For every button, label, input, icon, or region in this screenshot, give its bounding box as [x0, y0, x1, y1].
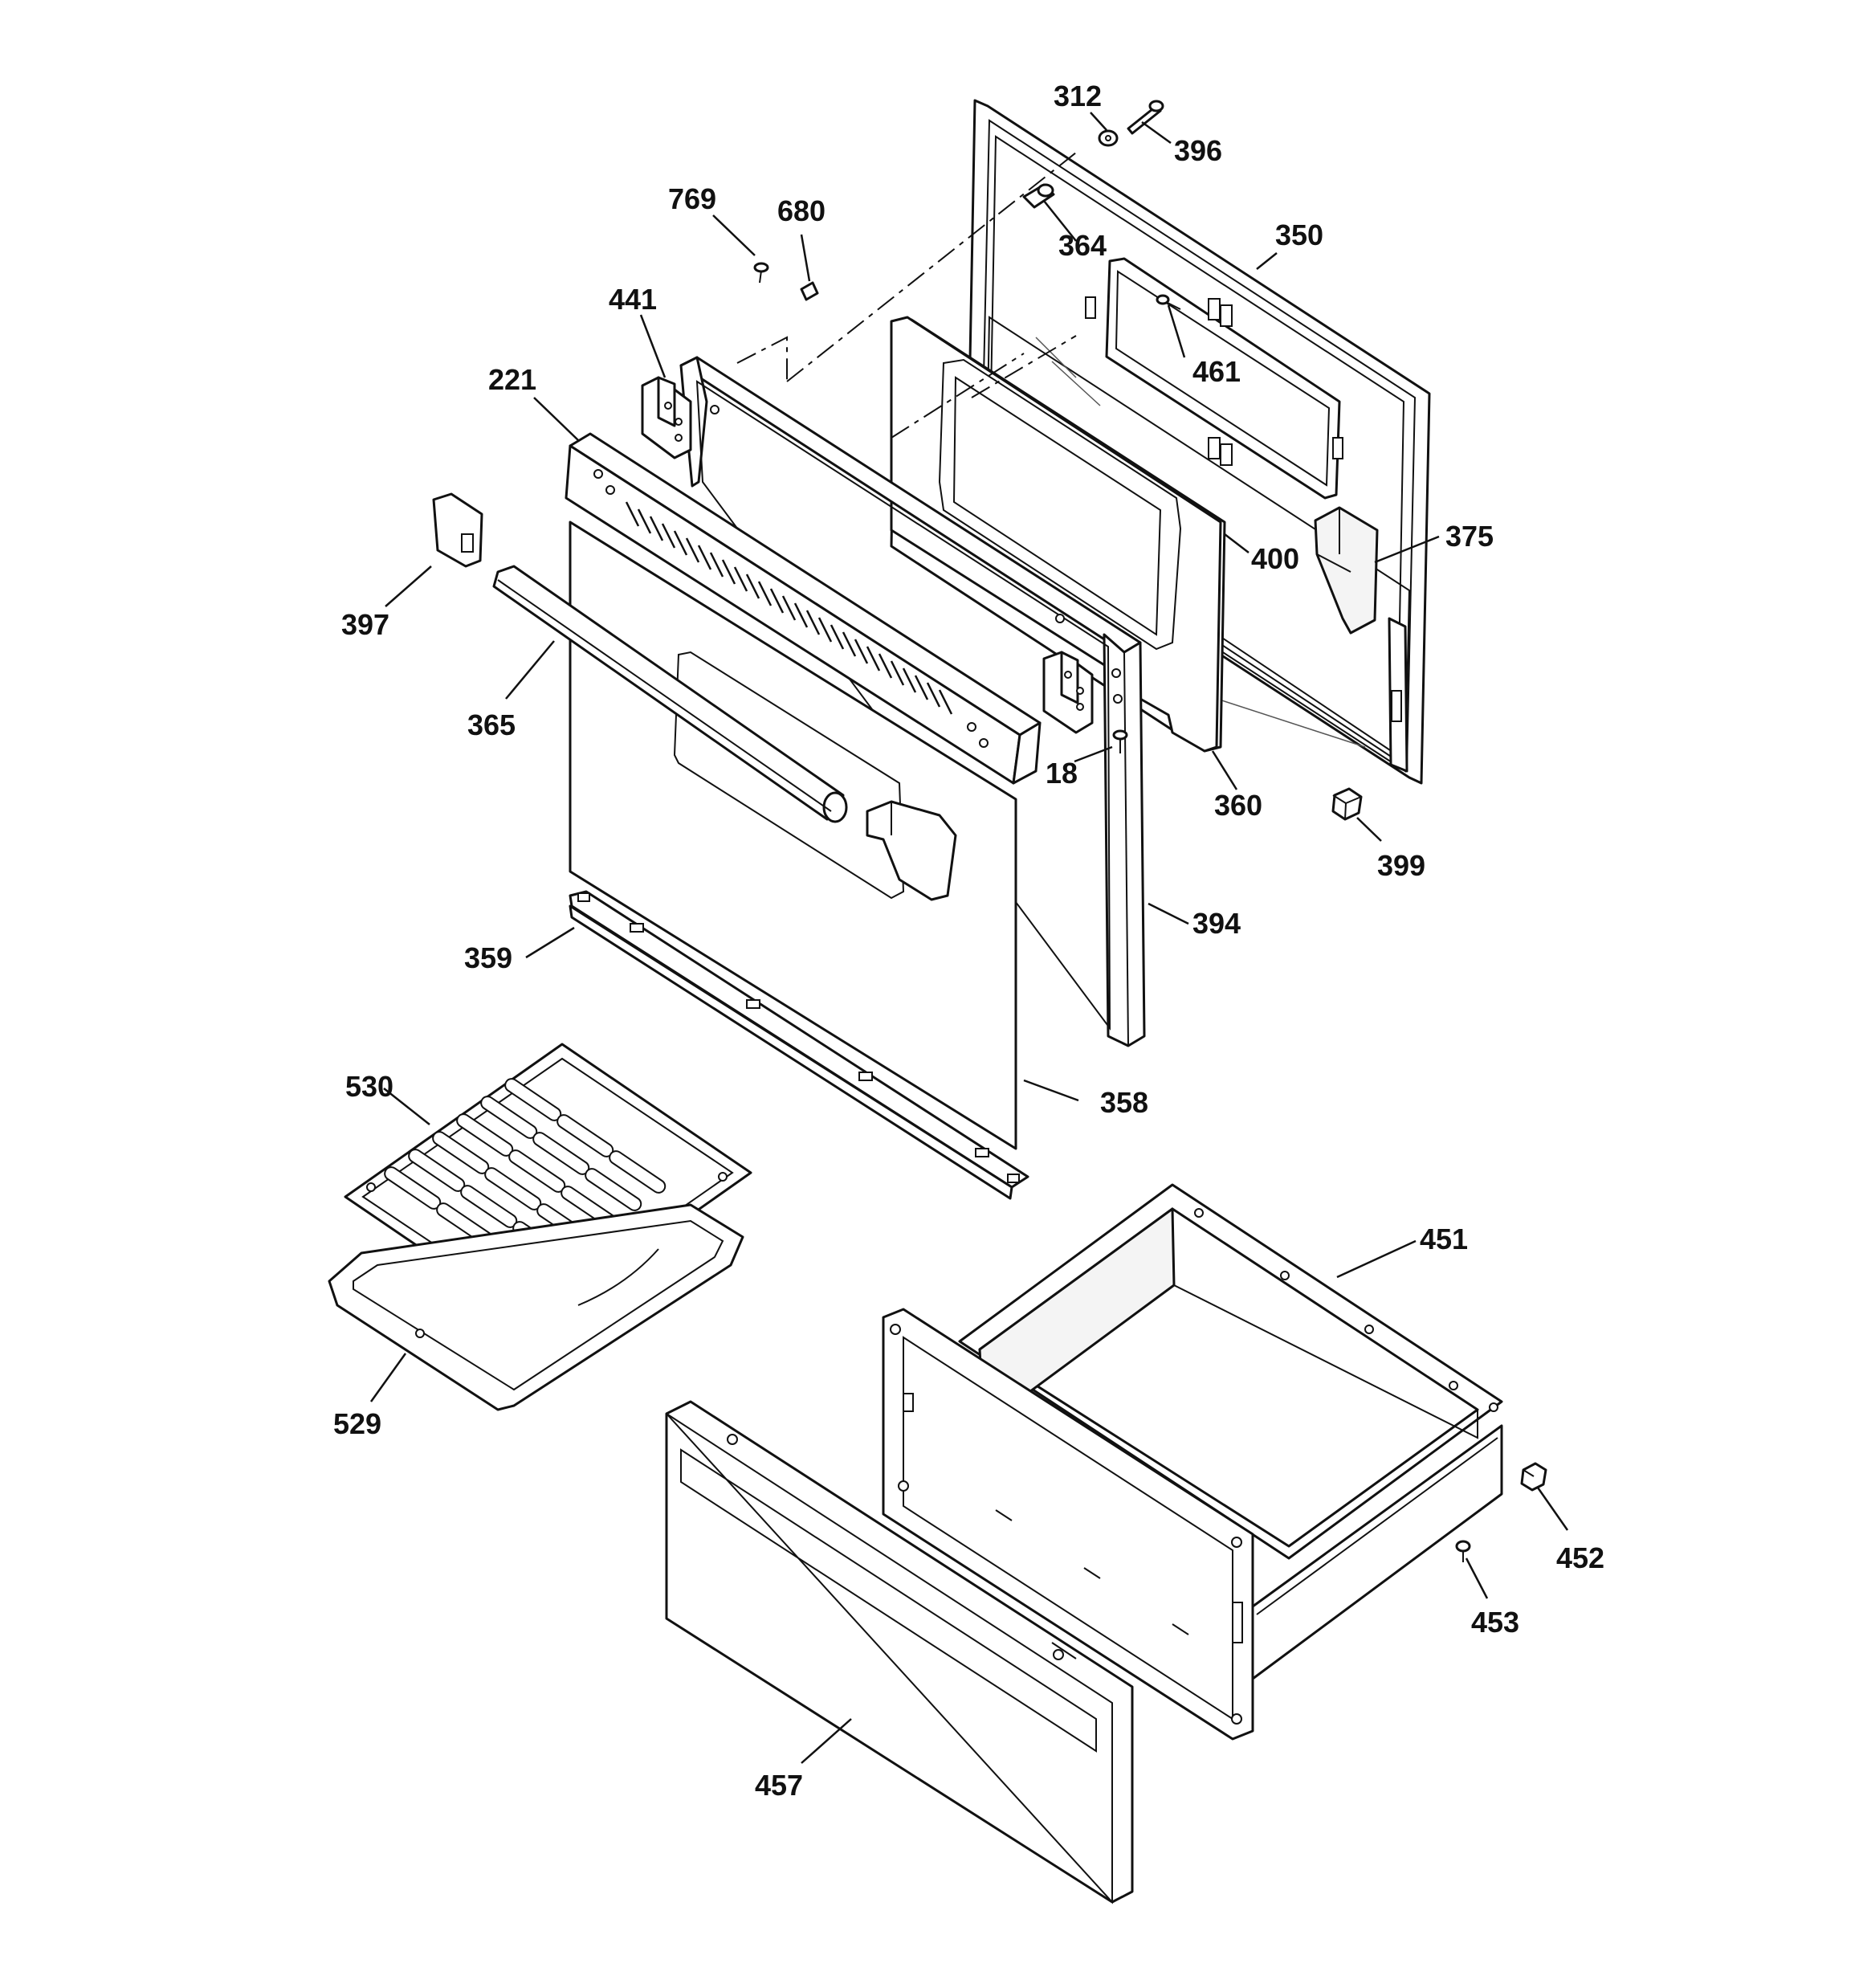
vent-slots [625, 501, 953, 715]
part-350-door-back-panel [966, 99, 1431, 785]
part-397-handle-end-cap [432, 492, 483, 568]
callout-365: 365 [467, 708, 516, 741]
part-399-bumper [1331, 787, 1363, 821]
part-396-screw [1127, 100, 1164, 135]
callout-441: 441 [609, 283, 657, 316]
part-drawer-inner-front [882, 1308, 1254, 1741]
callout-350: 350 [1275, 218, 1323, 251]
callout-457: 457 [755, 1769, 803, 1802]
callout-397: 397 [341, 608, 389, 641]
callout-18: 18 [1046, 757, 1078, 790]
part-312-washer [1098, 129, 1119, 147]
callout-312: 312 [1054, 80, 1102, 112]
callout-labels: 312 396 769 680 364 350 441 461 221 375 … [333, 80, 1604, 1802]
callout-461: 461 [1192, 355, 1241, 388]
callout-400: 400 [1251, 542, 1299, 575]
callout-680: 680 [777, 194, 826, 227]
callout-529: 529 [333, 1407, 381, 1440]
callout-453: 453 [1471, 1606, 1519, 1639]
part-452-stop-block [1520, 1462, 1547, 1492]
callout-769: 769 [668, 182, 716, 215]
part-453-screw [1455, 1540, 1471, 1562]
part-457-drawer-front-panel [665, 1400, 1134, 1904]
part-451-drawer-box [958, 1183, 1503, 1680]
part-18-screw [1112, 729, 1128, 753]
part-365-door-handle [492, 565, 848, 823]
part-hinge-bracket-right [1042, 651, 1094, 734]
part-680-clip [800, 281, 819, 301]
leader-lines [369, 112, 1569, 1764]
callout-375: 375 [1445, 520, 1494, 553]
callout-530: 530 [345, 1070, 393, 1103]
part-364-hinge-roller [1022, 183, 1055, 209]
alignment-lines [736, 152, 1077, 439]
part-769-screw [753, 262, 769, 284]
part-359-bottom-trim [569, 890, 1029, 1200]
callout-451: 451 [1420, 1223, 1468, 1255]
part-529-broiler-pan [328, 1203, 744, 1411]
part-394-door-frame [679, 356, 1146, 1047]
callout-394: 394 [1192, 907, 1241, 940]
callout-399: 399 [1377, 849, 1425, 882]
callout-221: 221 [488, 363, 536, 396]
callout-360: 360 [1214, 789, 1262, 822]
part-441-hinge-bracket-left [641, 376, 692, 459]
part-375-vent-baffle [1314, 506, 1379, 635]
callout-396: 396 [1174, 134, 1222, 167]
part-461-screw [1156, 294, 1181, 310]
part-handle-end-cap [866, 800, 957, 901]
callout-364: 364 [1058, 229, 1107, 262]
part-221-vented-top-trim [565, 432, 1042, 785]
callout-452: 452 [1556, 1541, 1604, 1574]
part-358-outer-door-panel [569, 520, 1017, 1150]
callout-358: 358 [1100, 1086, 1148, 1119]
callout-359: 359 [464, 941, 512, 974]
